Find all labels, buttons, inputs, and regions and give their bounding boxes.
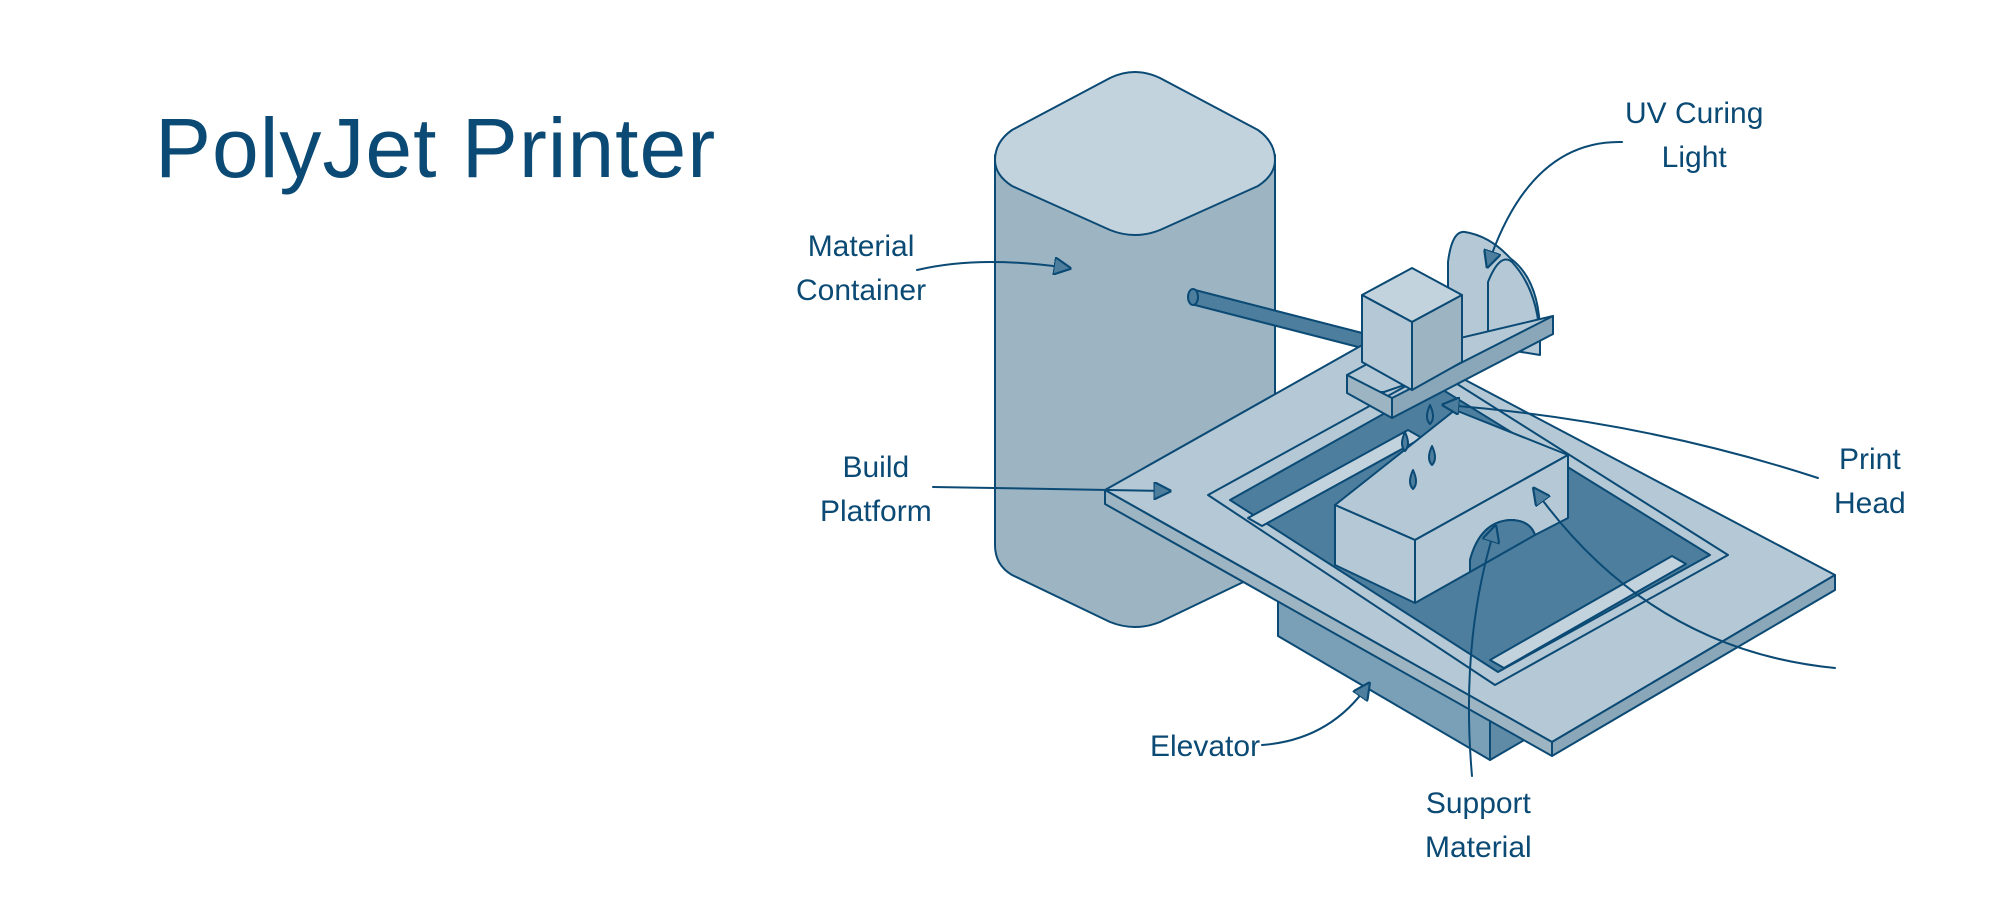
label-material-container: Material Container <box>796 230 927 307</box>
label-uv-curing-light: UV Curing Light <box>1625 97 1764 174</box>
leader-uv-curing-light <box>1488 140 1623 265</box>
page-title: PolyJet Printer <box>155 101 717 195</box>
droplets <box>1401 404 1436 490</box>
droplet <box>1409 469 1417 490</box>
container-top <box>994 71 1276 236</box>
leader-build-platform <box>932 487 1168 491</box>
label-print-head: Print Head <box>1834 443 1906 520</box>
droplet <box>1401 431 1409 452</box>
leader-print-head <box>1445 405 1819 479</box>
leader-support-material <box>1467 528 1495 777</box>
label-elevator: Elevator <box>1150 730 1261 763</box>
print-head <box>1346 267 1554 419</box>
label-build-platform: Build Platform <box>820 451 932 528</box>
leader-material-container <box>916 262 1068 270</box>
droplet <box>1426 404 1434 425</box>
droplet <box>1428 445 1436 466</box>
leader-elevator <box>1261 685 1368 746</box>
label-support-material: Support Material <box>1425 787 1532 864</box>
leader-part <box>1535 490 1836 669</box>
